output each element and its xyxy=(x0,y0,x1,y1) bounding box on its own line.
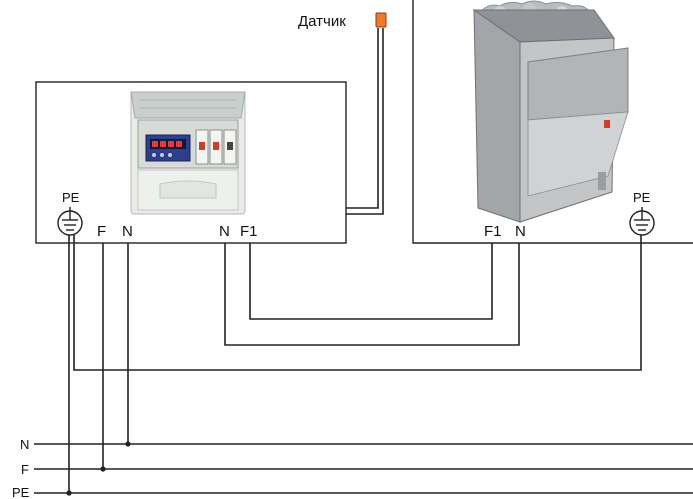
heater-f1-label: F1 xyxy=(484,223,502,240)
sensor-icon xyxy=(375,12,387,28)
sensor-label: Датчик xyxy=(298,13,346,30)
junction-pe xyxy=(66,490,72,496)
controller-f-label: F xyxy=(97,223,106,240)
controller-box: PE F N N F1 xyxy=(35,81,347,244)
sensor-cable-b xyxy=(344,28,384,215)
wire-n xyxy=(224,243,520,346)
controller-out-f1-label: F1 xyxy=(240,223,258,240)
sensor: Датчик xyxy=(298,12,387,30)
controller-pe-label: PE xyxy=(62,190,80,205)
junction-f xyxy=(100,466,106,472)
controller-device-image xyxy=(130,91,246,215)
heater-box: F1 N PE xyxy=(412,0,693,244)
supply-n-label: N xyxy=(20,437,29,452)
controller-out-n-label: N xyxy=(219,223,230,240)
sensor-cable-a xyxy=(344,28,379,209)
controller-ground-icon xyxy=(57,207,83,236)
wire-f1 xyxy=(249,243,493,320)
controller-n-label: N xyxy=(122,223,133,240)
wire-pe-heater xyxy=(73,235,642,371)
heater-n-label: N xyxy=(515,223,526,240)
supply-pe-label: PE xyxy=(12,485,30,499)
junction-n xyxy=(125,441,131,447)
heater-ground-icon xyxy=(629,207,655,236)
heater-pe-label: PE xyxy=(633,190,651,205)
supply-f-label: F xyxy=(21,462,29,477)
heater-image xyxy=(472,0,629,223)
